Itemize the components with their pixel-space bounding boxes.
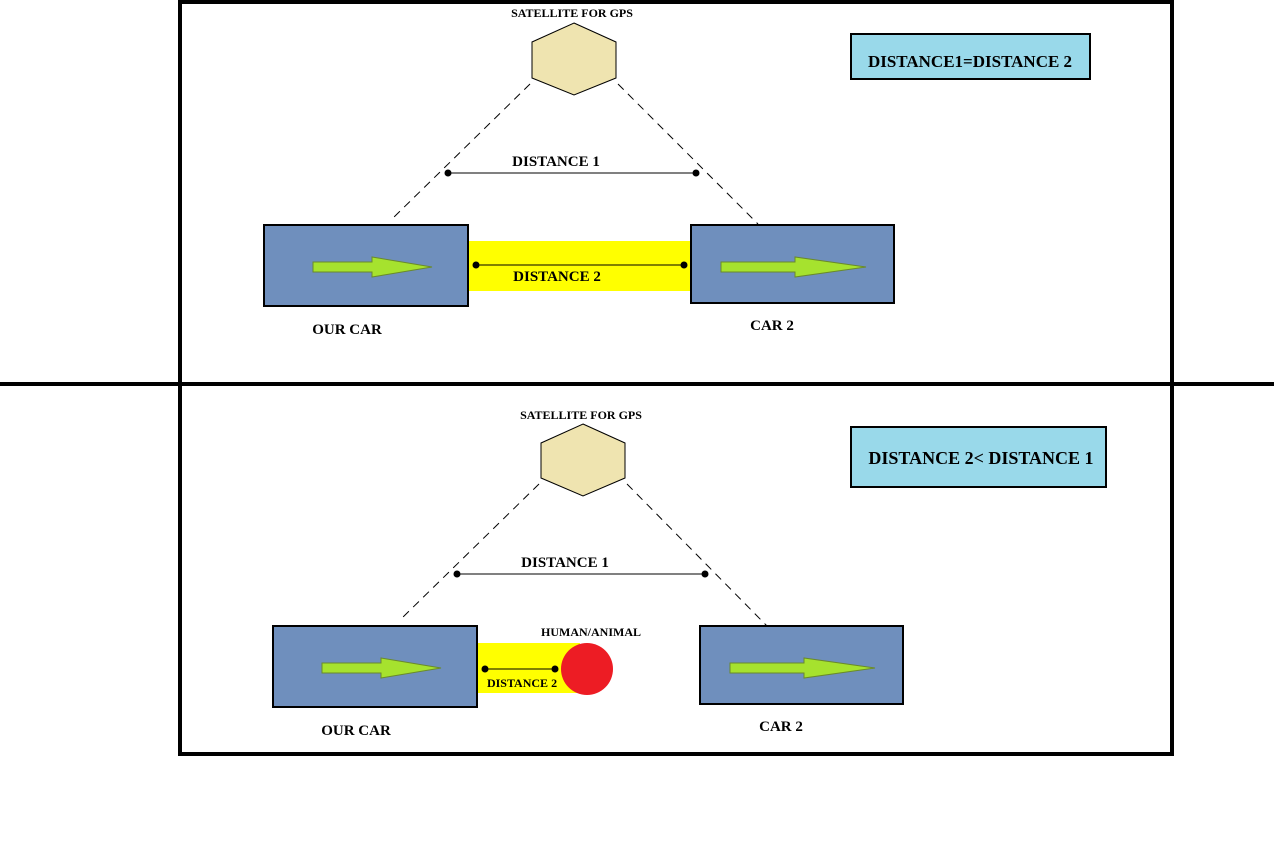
top-distance2-label: DISTANCE 2 (513, 269, 601, 285)
bottom-distance1-endpoint-right (701, 570, 709, 578)
top-distance1-endpoint-right (692, 169, 700, 177)
bottom-satellite-icon (540, 423, 626, 497)
top-satellite-icon (531, 22, 617, 96)
top-gap-zone (469, 241, 691, 291)
bottom-distance2-endpoint-right (551, 665, 559, 673)
top-note-text: DISTANCE1=DISTANCE 2 (868, 52, 1072, 71)
top-note-box (850, 33, 1091, 80)
top-car2-arrow-icon (720, 256, 867, 278)
bottom-our-car-label: OUR CAR (321, 723, 391, 739)
bottom-distance2-label: DISTANCE 2 (487, 676, 557, 690)
top-distance1-endpoint-left (444, 169, 452, 177)
bottom-our-car-arrow-icon (321, 657, 442, 679)
top-car2-label: CAR 2 (750, 318, 794, 334)
top-panel: SATELLITE FOR GPS DISTANCE 1 DISTANCE 2 … (263, 6, 1091, 338)
bottom-car2-label: CAR 2 (759, 719, 803, 735)
obstacle-label: HUMAN/ANIMAL (541, 625, 641, 639)
obstacle-marker (561, 643, 613, 695)
bottom-signal-line-left (401, 483, 540, 619)
top-signal-line-left (392, 83, 531, 219)
top-distance2-endpoint-left (472, 261, 480, 269)
bottom-distance2-endpoint-left (481, 665, 489, 673)
bottom-satellite-label: SATELLITE FOR GPS (520, 408, 642, 422)
top-our-car-arrow-icon (312, 256, 433, 278)
outer-frame (178, 0, 1174, 756)
bottom-distance1-label: DISTANCE 1 (521, 555, 609, 571)
top-our-car-label: OUR CAR (312, 322, 382, 338)
bottom-signal-line-right (626, 483, 768, 627)
bottom-car2-arrow-icon (729, 657, 876, 679)
top-distance1-label: DISTANCE 1 (512, 154, 600, 170)
top-distance2-endpoint-right (680, 261, 688, 269)
bottom-panel: SATELLITE FOR GPS DISTANCE 1 DISTANCE 2 … (272, 408, 1107, 739)
top-signal-line-right (617, 83, 759, 225)
top-satellite-label: SATELLITE FOR GPS (511, 6, 633, 20)
bottom-note-box (850, 426, 1107, 488)
bottom-note-text: DISTANCE 2< DISTANCE 1 (868, 448, 1093, 468)
bottom-distance1-endpoint-left (453, 570, 461, 578)
